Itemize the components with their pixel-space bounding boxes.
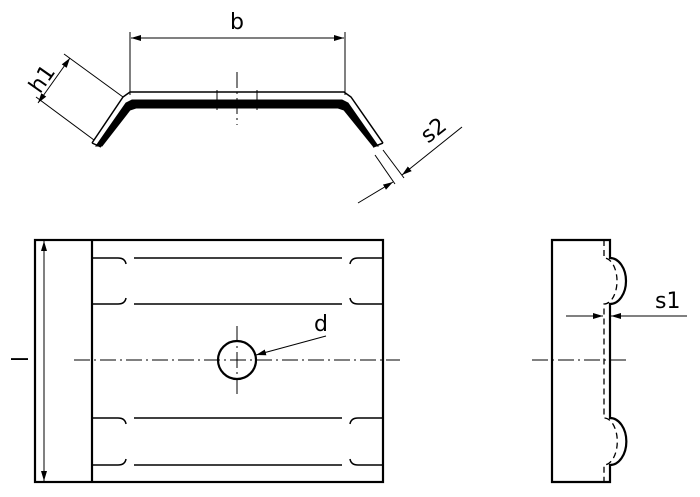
dim-b-label: b bbox=[230, 10, 244, 35]
dim-d-label: d bbox=[314, 312, 328, 337]
profile-body bbox=[95, 99, 379, 147]
groove-line bbox=[92, 458, 127, 466]
groove-line bbox=[92, 417, 127, 425]
groove-line bbox=[349, 297, 383, 305]
side-view: s1 bbox=[532, 238, 687, 484]
side-view-outline bbox=[550, 238, 628, 484]
dim-s2-leader bbox=[401, 126, 463, 176]
dim-h1-extension-top bbox=[63, 53, 124, 98]
dim-s1-label: s1 bbox=[655, 289, 680, 314]
profile-right-end bbox=[372, 142, 384, 148]
groove-line bbox=[92, 257, 127, 265]
dim-h1-label: h1 bbox=[24, 61, 61, 98]
groove-line bbox=[349, 458, 383, 466]
dim-s2-extension-outer bbox=[382, 149, 405, 179]
front-view: d l bbox=[9, 238, 400, 484]
dim-l-label: l bbox=[9, 356, 34, 362]
dim-s2-leader-lower bbox=[357, 181, 394, 204]
front-view-grooves bbox=[92, 257, 383, 466]
dim-s2-label: s2 bbox=[416, 113, 451, 148]
groove-line bbox=[92, 297, 127, 305]
profile-view: b h1 s2 bbox=[24, 10, 463, 204]
profile-left-end bbox=[91, 142, 102, 148]
dim-s2-extension-inner bbox=[374, 154, 396, 185]
side-view-hidden-edge bbox=[603, 240, 618, 482]
groove-line bbox=[349, 257, 383, 265]
groove-line bbox=[349, 417, 383, 425]
dim-h1-extension-bottom bbox=[35, 96, 95, 141]
dim-d-leader bbox=[255, 335, 327, 356]
front-view-outline bbox=[33, 238, 385, 484]
dim-h1-line bbox=[37, 57, 71, 104]
